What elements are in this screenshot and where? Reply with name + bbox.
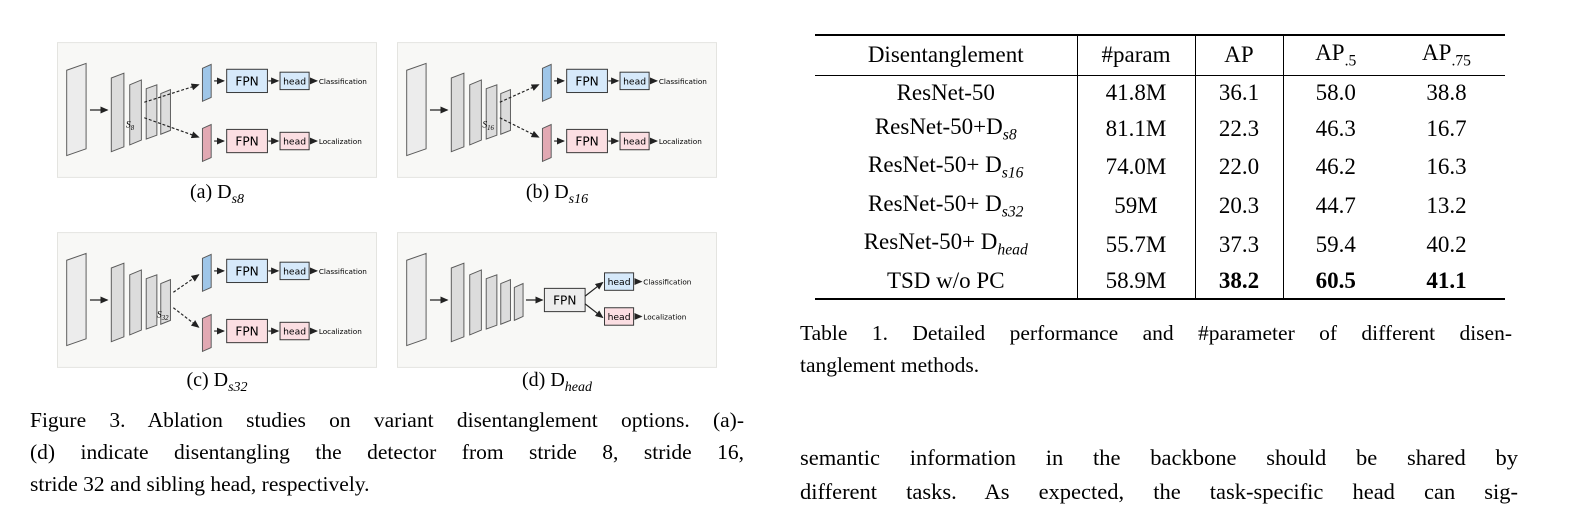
cell-ap75: 16.3 xyxy=(1426,154,1467,180)
svg-text:head: head xyxy=(283,266,306,277)
text-line: different tasks. As expected, the task-s… xyxy=(800,479,1518,504)
subcaption-sub: s16 xyxy=(568,192,589,207)
cell-method: ResNet-50 xyxy=(815,75,1078,110)
svg-text:FPN: FPN xyxy=(235,134,258,148)
column-header: AP.75 xyxy=(1422,40,1471,70)
cell-method: TSD w/o PC xyxy=(815,263,1078,299)
svg-text:Localization: Localization xyxy=(319,137,362,146)
cell-param: 59M xyxy=(1077,186,1196,226)
cell-ap75: 40.2 xyxy=(1426,231,1467,257)
svg-text:head: head xyxy=(623,76,646,87)
column-header: AP xyxy=(1195,35,1284,76)
cell-ap75: 16.7 xyxy=(1426,115,1467,141)
svg-text:FPN: FPN xyxy=(235,74,258,88)
cell-ap50: 60.5 xyxy=(1315,267,1356,293)
subcaption-d: (d) Dhead xyxy=(397,369,717,396)
svg-text:head: head xyxy=(608,312,631,323)
cell-param: 58.9M xyxy=(1077,263,1196,299)
subcaption-c: (c) Ds32 xyxy=(57,369,377,396)
cell-ap50: 44.7 xyxy=(1315,193,1356,219)
subcaption-text: (d) D xyxy=(522,369,565,391)
body-paragraph: semantic information in the backbone sho… xyxy=(800,441,1518,509)
cell-ap50: 58.0 xyxy=(1315,79,1356,105)
cell-ap: 22.0 xyxy=(1195,148,1284,187)
svg-text:Localization: Localization xyxy=(659,137,702,146)
svg-text:FPN: FPN xyxy=(235,324,258,338)
cell-param: 55.7M xyxy=(1077,225,1196,264)
cell-ap50: 46.3 xyxy=(1315,115,1356,141)
text-line: semantic information in the backbone sho… xyxy=(800,445,1518,470)
svg-text:Classification: Classification xyxy=(319,267,367,276)
subcaption-text: (c) D xyxy=(186,369,229,391)
subcaption-sub: s8 xyxy=(231,192,245,207)
svg-text:head: head xyxy=(283,76,306,87)
svg-text:head: head xyxy=(283,136,306,147)
svg-text:Localization: Localization xyxy=(643,312,686,321)
table-caption: Table 1. Detailed performance and #param… xyxy=(800,317,1512,381)
cell-method: ResNet-50+Ds8 xyxy=(815,109,1078,149)
svg-text:FPN: FPN xyxy=(575,74,598,88)
svg-text:FPN: FPN xyxy=(575,134,598,148)
cell-ap: 36.1 xyxy=(1195,75,1284,110)
cell-ap50: 59.4 xyxy=(1315,231,1356,257)
cell-ap75: 41.1 xyxy=(1426,267,1467,293)
cell-ap50: 46.2 xyxy=(1315,154,1356,180)
cell-param: 81.1M xyxy=(1077,109,1196,149)
subcaption-text: (b) D xyxy=(525,181,569,203)
text-line: Table 1. Detailed performance and #param… xyxy=(800,321,1512,345)
svg-text:Localization: Localization xyxy=(319,327,362,336)
cell-ap: 22.3 xyxy=(1195,109,1284,149)
text-line: Figure 3. Ablation studies on variant di… xyxy=(30,408,744,432)
cell-param: 74.0M xyxy=(1077,148,1196,187)
cell-ap75: 38.8 xyxy=(1426,79,1467,105)
svg-text:Classification: Classification xyxy=(659,77,707,86)
subcaption-sub: head xyxy=(564,380,592,395)
column-header: AP.5 xyxy=(1315,40,1357,70)
text-line: tanglement methods. xyxy=(800,353,980,377)
column-header: #param xyxy=(1077,35,1196,76)
cell-ap75: 13.2 xyxy=(1426,193,1467,219)
cell-method: ResNet-50+ Dhead xyxy=(815,225,1078,264)
svg-text:FPN: FPN xyxy=(553,293,576,307)
svg-text:head: head xyxy=(623,136,646,147)
cell-param: 41.8M xyxy=(1077,75,1196,110)
svg-text:Classification: Classification xyxy=(319,77,367,86)
cell-method: ResNet-50+ Ds16 xyxy=(815,148,1078,187)
text-line: stride 32 and sibling head, respectively… xyxy=(30,472,370,496)
svg-text:S8: S8 xyxy=(126,119,135,131)
subcaption-text: (a) D xyxy=(189,181,232,203)
figure-caption: Figure 3. Ablation studies on variant di… xyxy=(30,404,744,500)
cell-method: ResNet-50+ Ds32 xyxy=(815,186,1078,226)
svg-text:head: head xyxy=(283,326,306,337)
svg-text:FPN: FPN xyxy=(235,264,258,278)
column-header: Disentanglement xyxy=(815,35,1078,76)
cell-ap: 37.3 xyxy=(1195,225,1284,264)
svg-text:Classification: Classification xyxy=(643,277,691,286)
subcaption-sub: s32 xyxy=(228,380,248,395)
text-line: (d) indicate disentangling the detector … xyxy=(30,440,744,464)
svg-text:head: head xyxy=(608,277,631,288)
subcaption-b: (b) Ds16 xyxy=(397,181,717,208)
subcaption-a: (a) Ds8 xyxy=(57,181,377,208)
cell-ap: 38.2 xyxy=(1195,263,1284,299)
cell-ap: 20.3 xyxy=(1195,186,1284,226)
